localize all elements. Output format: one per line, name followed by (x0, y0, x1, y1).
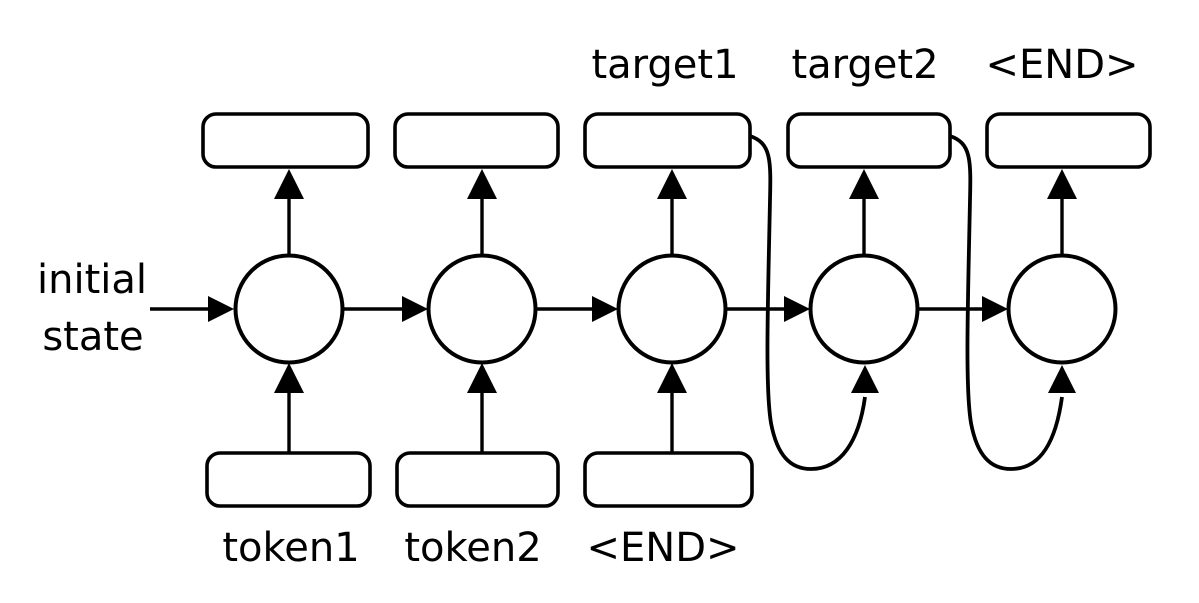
feedback-curve-2-head-icon (1048, 365, 1076, 393)
input-label-end: <END> (586, 525, 739, 571)
output-box-4 (786, 112, 952, 169)
output-label-target2: target2 (791, 42, 938, 88)
arrow-cell3-output3-head-icon (657, 169, 687, 199)
arrow-input3-cell3-head-icon (657, 363, 687, 393)
arrow-cell1-output1-head-icon (274, 169, 304, 199)
arrow-cell1-to-output1 (274, 169, 304, 255)
input-label-token1: token1 (222, 525, 359, 571)
rnn-cells (233, 253, 1118, 365)
feedback-output4-to-cell5 (949, 134, 1076, 471)
arrow-cell4-cell5-head-icon (982, 296, 1008, 322)
input-boxes (205, 451, 754, 508)
output-box-3 (583, 112, 752, 169)
output-boxes (201, 112, 1152, 169)
arrow-input1-cell1-head-icon (274, 363, 304, 393)
input-box-2 (395, 451, 560, 508)
output-label-end: <END> (985, 42, 1138, 88)
arrow-input3-to-cell3 (657, 363, 687, 452)
feedback-output3-to-cell4 (749, 134, 879, 471)
input-label-token2: token2 (404, 525, 541, 571)
rnn-cell-5 (1006, 253, 1118, 365)
arrow-cell2-to-output2 (467, 169, 497, 255)
arrow-cell4-to-cell5 (918, 296, 1008, 322)
rnn-cell-4 (808, 253, 920, 365)
arrow-cell5-to-output5 (1047, 169, 1077, 255)
initial-state-arrow (150, 296, 234, 322)
initial-state-label-line2: state (42, 314, 143, 360)
arrow-cell4-output4-head-icon (849, 169, 879, 199)
arrow-input1-to-cell1 (274, 363, 304, 452)
arrow-cell2-to-cell3 (536, 296, 618, 322)
input-box-1 (205, 451, 372, 508)
arrow-cell3-to-output3 (657, 169, 687, 255)
feedback-curve-2 (949, 134, 1064, 471)
arrow-cell2-cell3-head-icon (592, 296, 618, 322)
feedback-curve-1-head-icon (851, 365, 879, 393)
arrow-cell3-cell4-head-icon (784, 296, 810, 322)
initial-state-arrowhead-icon (208, 296, 234, 322)
output-label-target1: target1 (591, 42, 738, 88)
initial-state-label-line1: initial (37, 257, 147, 303)
input-box-3 (583, 451, 754, 508)
rnn-cell-1 (233, 253, 345, 365)
arrow-cell1-to-cell2 (343, 296, 428, 322)
arrow-cell5-output5-head-icon (1047, 169, 1077, 199)
arrow-cell4-to-output4 (849, 169, 879, 255)
arrow-input2-to-cell2 (467, 363, 497, 452)
rnn-cell-3 (616, 253, 728, 365)
arrow-cell1-cell2-head-icon (402, 296, 428, 322)
rnn-cell-2 (426, 253, 538, 365)
arrow-input2-cell2-head-icon (467, 363, 497, 393)
arrow-cell3-to-cell4 (726, 296, 810, 322)
output-box-2 (393, 112, 560, 169)
feedback-curve-1 (749, 134, 867, 471)
output-box-1 (201, 112, 370, 169)
labels: initial state target1 target2 <END> toke… (37, 42, 1139, 571)
output-box-5 (985, 112, 1152, 169)
arrow-cell2-output2-head-icon (467, 169, 497, 199)
